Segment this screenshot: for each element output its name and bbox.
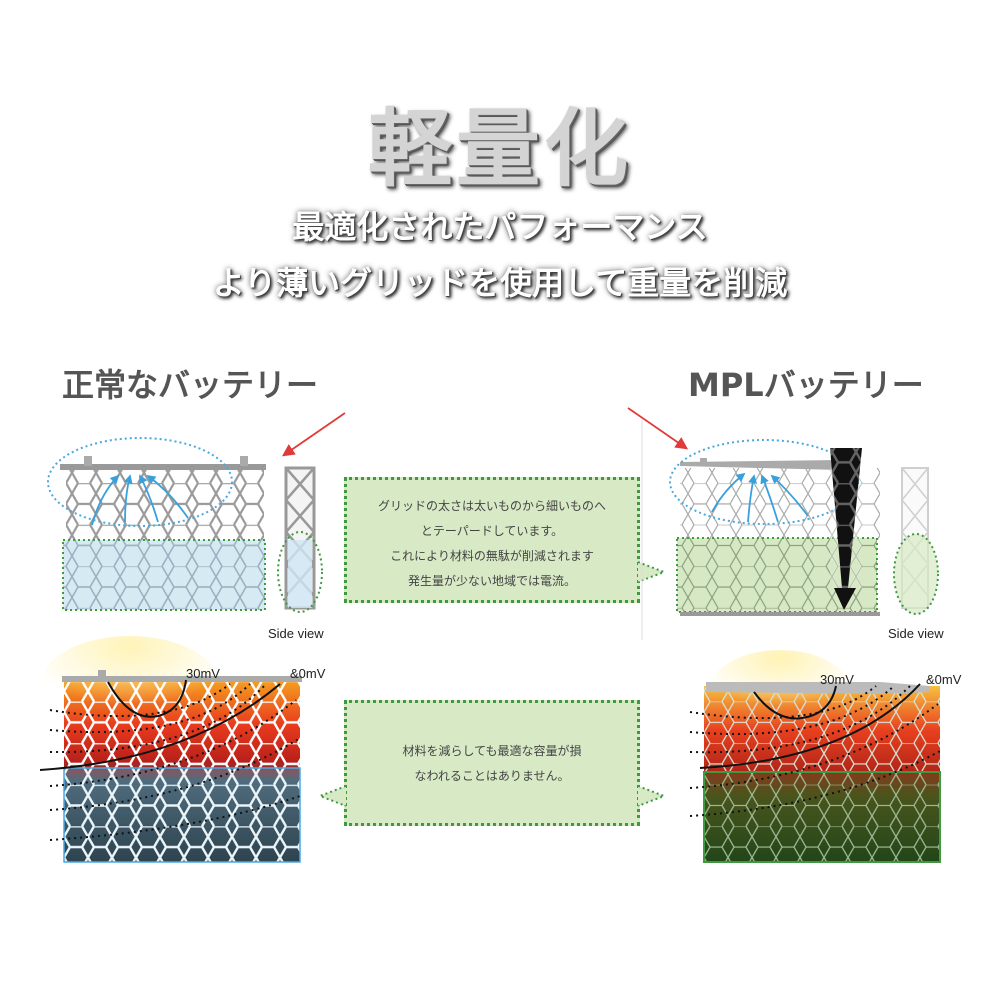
callout-capacity: 材料を減らしても最適な容量が損 なわれることはありません。 bbox=[344, 700, 640, 826]
dotted-oval-left bbox=[47, 437, 233, 527]
mv-80-label-right: &0mV bbox=[926, 672, 962, 687]
subtitle-weight: より薄いグリッドを使用して重量を削減 bbox=[212, 264, 788, 302]
red-arrow-right bbox=[627, 407, 689, 450]
label-normal-battery: 正常なバッテリー bbox=[62, 366, 319, 404]
side-view-label-right: Side view bbox=[888, 626, 944, 641]
callout-line: これにより材料の無駄が削減されます bbox=[390, 549, 594, 563]
mv-80-label-left: &0mV bbox=[290, 666, 326, 681]
callout2-tail-right bbox=[637, 785, 667, 807]
red-arrow-left bbox=[281, 412, 346, 457]
grid-upper-left bbox=[66, 468, 264, 542]
callout2-tail bbox=[317, 785, 347, 807]
side-view-label-left: Side view bbox=[268, 626, 324, 641]
label-mpl-battery: MPLバッテリー bbox=[688, 366, 924, 404]
callout-line: グリッドの太さは太いものから細いものへ bbox=[377, 499, 606, 513]
subtitle-performance: 最適化されたパフォーマンス bbox=[292, 208, 708, 246]
callout-line: 材料を減らしても最適な容量が損 bbox=[402, 744, 582, 758]
mpl-heatmap-diagram bbox=[689, 650, 943, 863]
callout-line: なわれることはありません。 bbox=[414, 769, 570, 783]
normal-grid-diagram bbox=[47, 412, 346, 613]
normal-heatmap-diagram bbox=[39, 636, 302, 863]
side-view-oval-right bbox=[893, 533, 939, 615]
callout-line: とテーパードしています。 bbox=[420, 524, 564, 538]
callout-grid-thickness: グリッドの太さは太いものから細いものへ とテーパードしています。 これにより材料… bbox=[344, 477, 640, 603]
callout1-tail bbox=[637, 561, 667, 583]
contour-30mv-right bbox=[753, 685, 837, 720]
callout-line: 発生量が少ない地域では電流。 bbox=[407, 574, 576, 588]
mv-30-label-left: 30mV bbox=[186, 666, 220, 681]
contour-30mv-left bbox=[107, 679, 187, 718]
mv-30-label-right: 30mV bbox=[820, 672, 854, 687]
side-view-oval-left bbox=[277, 531, 323, 613]
grid-top-bar-left bbox=[60, 464, 266, 470]
page-title: 軽量化 bbox=[367, 100, 632, 198]
mpl-grid-diagram bbox=[627, 407, 939, 640]
